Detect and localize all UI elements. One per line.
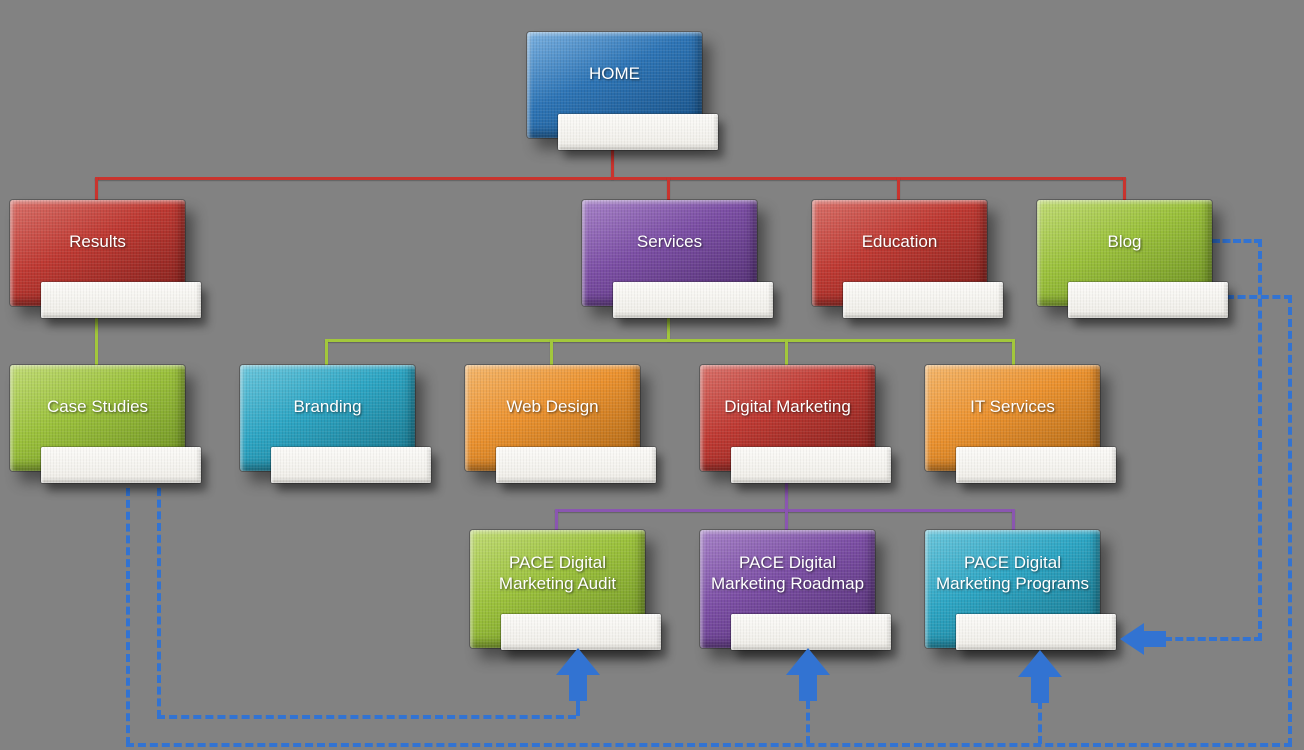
- crosslink-bottom-rail: [126, 743, 1292, 747]
- node-digital-marketing-label: Digital Marketing: [724, 397, 851, 417]
- edge-home-rail: [95, 177, 1126, 180]
- node-pace-roadmap: PACE Digital Marketing Roadmap: [700, 530, 891, 650]
- up-arrow-head: [1018, 650, 1062, 677]
- node-services-label: Services: [636, 232, 703, 252]
- edge-dm-stem: [785, 482, 788, 511]
- node-it-services-strip: [956, 447, 1116, 483]
- node-results-strip: [41, 282, 201, 318]
- node-digital-marketing: Digital Marketing: [700, 365, 891, 483]
- node-pace-audit-strip: [501, 614, 661, 650]
- crosslink-outer-h1: [1226, 295, 1292, 299]
- left-arrow-icon: [1120, 623, 1166, 655]
- node-branding-label: Branding: [293, 397, 362, 417]
- crosslink-casestudies-v2: [157, 488, 161, 718]
- node-pace-audit-label: PACE Digital Marketing Audit: [498, 552, 617, 593]
- node-digital-marketing-strip: [731, 447, 891, 483]
- edge-dm-programs: [1012, 509, 1015, 533]
- node-pace-programs: PACE Digital Marketing Programs: [925, 530, 1116, 650]
- node-pace-roadmap-strip: [731, 614, 891, 650]
- node-results: Results: [10, 200, 201, 318]
- node-branding: Branding: [240, 365, 431, 483]
- node-education: Education: [812, 200, 1003, 318]
- edge-home-education: [897, 177, 900, 203]
- up-arrow-head: [556, 648, 600, 675]
- node-case-studies: Case Studies: [10, 365, 201, 483]
- crosslink-outer-v1: [1288, 295, 1292, 746]
- edge-home-results: [95, 177, 98, 203]
- edge-home-services: [667, 177, 670, 203]
- crosslink-casestudies-v1: [126, 488, 130, 745]
- node-case-studies-strip: [41, 447, 201, 483]
- node-home-label: HOME: [589, 64, 640, 84]
- node-pace-audit: PACE Digital Marketing Audit: [470, 530, 661, 650]
- crosslink-riser-audit: [576, 701, 580, 716]
- crosslink-blog-h2: [1164, 637, 1262, 641]
- node-web-design-label: Web Design: [506, 397, 599, 417]
- edge-results-casestudies: [95, 317, 98, 367]
- up-arrow-icon: [556, 648, 600, 701]
- edge-services-itservices: [1012, 339, 1015, 367]
- edge-home-blog: [1123, 177, 1126, 203]
- node-services: Services: [582, 200, 773, 318]
- edge-dm-audit: [555, 509, 558, 533]
- up-arrow-head: [786, 648, 830, 675]
- edge-home-stem: [611, 149, 614, 179]
- node-branding-strip: [271, 447, 431, 483]
- crosslink-blog-h1: [1212, 239, 1262, 243]
- edge-services-webdesign: [550, 339, 553, 367]
- edge-services-digitalmarketing: [785, 339, 788, 367]
- node-blog-label: Blog: [1107, 232, 1142, 252]
- up-arrow-stem: [569, 675, 587, 701]
- edge-services-branding: [325, 339, 328, 367]
- crosslink-blog-v1: [1258, 239, 1262, 641]
- up-arrow-icon: [786, 648, 830, 701]
- left-arrow-stem: [1144, 631, 1166, 647]
- node-home: HOME: [527, 32, 718, 150]
- edge-services-rail: [325, 339, 1015, 342]
- edge-dm-roadmap: [785, 509, 788, 533]
- node-it-services-label: IT Services: [970, 397, 1055, 417]
- node-pace-programs-label: PACE Digital Marketing Programs: [935, 552, 1090, 593]
- node-results-label: Results: [69, 232, 126, 252]
- left-arrow-head: [1120, 623, 1144, 655]
- node-education-label: Education: [861, 232, 938, 252]
- node-home-strip: [558, 114, 718, 150]
- node-education-strip: [843, 282, 1003, 318]
- edge-services-stem: [667, 317, 670, 341]
- up-arrow-stem: [799, 675, 817, 701]
- crosslink-upper-rail: [157, 715, 576, 719]
- node-pace-programs-strip: [956, 614, 1116, 650]
- crosslink-riser-programs: [1038, 701, 1042, 744]
- node-blog: Blog: [1037, 200, 1228, 318]
- crosslink-riser-roadmap: [806, 701, 810, 744]
- node-services-strip: [613, 282, 773, 318]
- node-it-services: IT Services: [925, 365, 1116, 483]
- node-case-studies-label: Case Studies: [46, 397, 149, 417]
- up-arrow-stem: [1031, 677, 1049, 703]
- node-web-design: Web Design: [465, 365, 656, 483]
- edge-dm-rail: [555, 509, 1014, 512]
- node-blog-strip: [1068, 282, 1228, 318]
- node-pace-roadmap-label: PACE Digital Marketing Roadmap: [710, 552, 865, 593]
- up-arrow-icon: [1018, 650, 1062, 703]
- node-web-design-strip: [496, 447, 656, 483]
